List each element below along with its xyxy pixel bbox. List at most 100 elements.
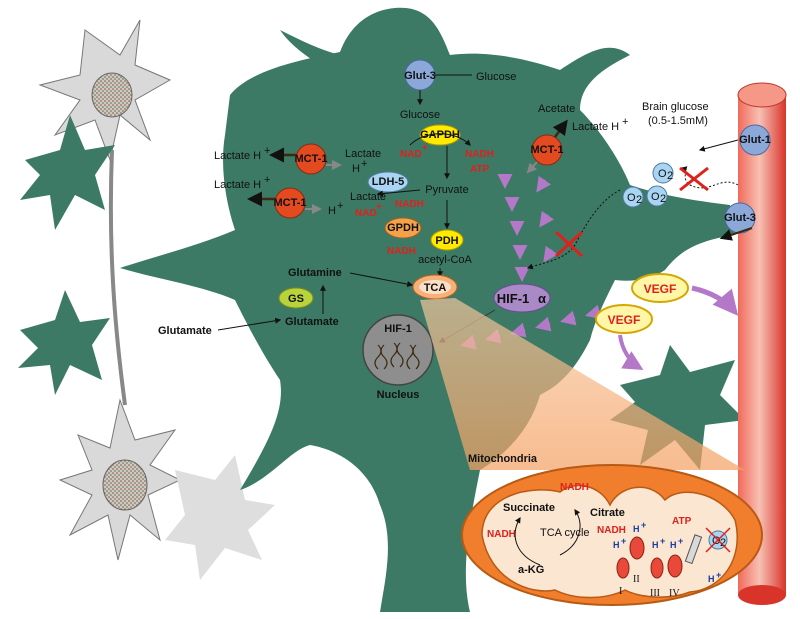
mct1-transporter-b [274,187,306,219]
complex-ii-label: II [633,574,640,585]
small-astrocyte-3 [610,345,745,470]
o2-mito-sub: 2 [720,537,726,549]
vegf-bubble-2 [595,304,653,334]
lactate-out-2-label: Lactate H [214,179,261,191]
pyruvate-label: Pyruvate [425,184,468,196]
lactate-in-2-label: Lactate [350,191,386,203]
nucleus [362,314,434,386]
nadh-m3-label: NADH [597,525,626,536]
gs-enzyme [278,287,314,309]
hif1a-protein [493,283,551,313]
vegf-2-label: VEGF [608,313,641,327]
blocked-x-icon-3 [705,527,731,553]
h-plus-2-sup: + [641,520,646,530]
hif1a-alpha: α [538,291,546,306]
lactate-right-sup: + [622,116,628,128]
h-plus-4-sup: + [678,536,683,546]
lactate-out-1-sup: + [264,145,270,157]
brain-glucose-label: Brain glucose [642,101,709,113]
h-plus-5-sup: + [716,570,721,580]
o2-bubble-2 [622,186,644,208]
lactate-out-2-sup: + [264,174,270,186]
gapdh-label: GAPDH [420,129,460,141]
nadh-m2-label: NADH [487,529,516,540]
mct1-a-label: MCT-1 [295,153,328,165]
pdh-enzyme [430,229,464,251]
h-plus-1: H [613,540,620,550]
gpdh-label: GPDH [387,222,419,234]
neuron-ghost [165,455,275,580]
h-plus-2: H [633,524,640,534]
complex-iii-label: III [650,588,660,599]
ldh5-label: LDH-5 [372,176,404,188]
nadh-2-label: NADH [395,199,424,210]
glutamate-out-label: Glutamate [158,325,212,337]
mitochondria-label: Mitochondria [468,453,538,465]
o2-label-1: O [658,168,667,180]
mct1-b-label: MCT-1 [274,197,307,209]
citrate-label: Citrate [590,507,625,519]
tca-cycle-label: TCA cycle [540,527,590,539]
h-in-2-label: H [328,205,336,217]
o2-bubble-1 [652,162,674,184]
h-in-1-label: H [352,163,360,175]
proton-labels: H + H + H + H + H + [613,520,721,584]
h-plus-1-sup: + [621,536,626,546]
nadh-3-label: NADH [387,246,416,257]
vegf-1-label: VEGF [644,282,677,296]
pdh-label: PDH [435,235,458,247]
glut1-label: Glut-1 [739,134,771,146]
akg-label: a-KG [518,564,544,576]
h-plus-5: H [708,574,715,584]
gpdh-enzyme [384,217,422,239]
complex-i-label: I [619,586,622,597]
o2-sub-1: 2 [667,170,673,182]
nadh-1-label: NADH [465,149,494,160]
o2-sub-3: 2 [660,193,666,205]
lactate-right-label: Lactate H [572,121,619,133]
nucleus-label: Nucleus [377,389,420,401]
atp-1-label: ATP [470,164,490,175]
mct1-transporter-c [531,134,563,166]
nadh-m1-label: NADH [560,482,589,493]
acetyl-coa-label: acetyl-CoA [418,254,472,266]
nad-plus-label: NAD [400,149,422,160]
o2-label-3: O [651,191,660,203]
ldh5-enzyme [367,171,409,193]
electron-transport-chain [616,534,703,579]
neuron-bottom [58,398,182,561]
nad-plus-2-label: NAD [355,208,377,219]
h-in-1-sup: + [361,158,367,170]
o2-sub-2: 2 [636,194,642,206]
glucose-ext-label: Glucose [476,71,516,83]
complex-iv-label: IV [669,588,680,599]
glut1-transporter [739,124,771,156]
glut3-top-label: Glut-3 [404,70,436,82]
small-astrocyte-1 [20,115,115,230]
glutamate-in-label: Glutamate [285,316,339,328]
brain-glucose-range: (0.5-1.5mM) [648,115,708,127]
o2-bubble-3 [646,185,668,207]
tca-label: TCA [424,282,447,294]
mct1-transporter-a [295,143,327,175]
glucose-in-label: Glucose [400,109,440,121]
atp-m-label: ATP [672,516,692,527]
gapdh-enzyme [419,124,461,146]
succinate-label: Succinate [503,502,555,514]
h-plus-3-sup: + [660,536,665,546]
h-plus-3: H [652,540,659,550]
blocked-x-icon-1 [679,166,709,192]
h-in-2-sup: + [337,200,343,212]
mct1-c-label: MCT-1 [531,144,564,156]
vegf-bubble-1 [631,273,689,303]
h-plus-4: H [670,540,677,550]
nad-plus-sup: + [422,143,428,154]
lactate-out-1-label: Lactate H [214,150,261,162]
dna-icon [374,342,420,370]
hif1-nucleus-label: HIF-1 [384,323,412,335]
acetate-label: Acetate [538,103,575,115]
neuron-top [38,19,172,162]
gs-label: GS [288,293,304,305]
glutamine-label: Glutamine [288,267,342,279]
